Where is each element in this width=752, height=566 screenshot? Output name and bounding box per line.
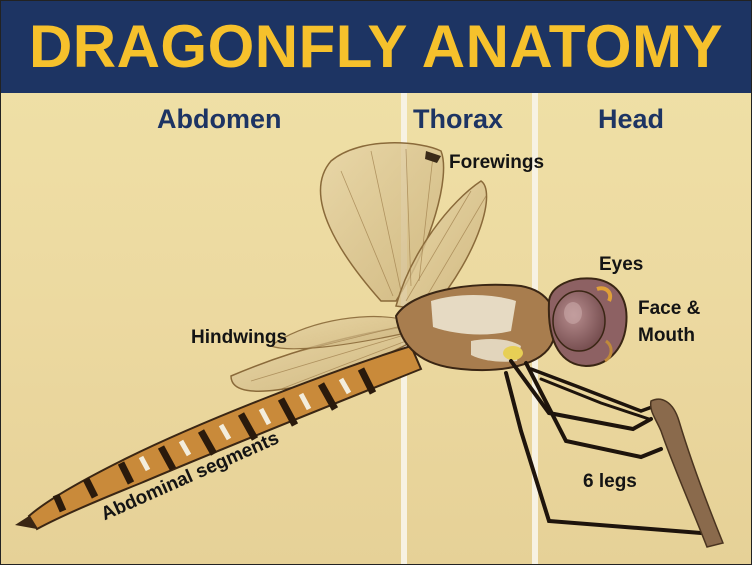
region-label-head: Head xyxy=(598,102,664,136)
label-eyes: Eyes xyxy=(599,254,643,276)
abdomen xyxy=(15,346,421,529)
twig-perch xyxy=(651,399,723,547)
label-forewings: Forewings xyxy=(449,152,544,174)
head xyxy=(549,278,627,366)
region-label-thorax: Thorax xyxy=(413,102,503,136)
label-face-line2: Mouth xyxy=(638,325,695,347)
thorax xyxy=(396,285,555,370)
region-label-abdomen: Abdomen xyxy=(157,102,282,136)
label-hindwings: Hindwings xyxy=(191,327,287,349)
label-face-line1: Face & xyxy=(638,298,700,320)
label-legs: 6 legs xyxy=(583,471,637,493)
